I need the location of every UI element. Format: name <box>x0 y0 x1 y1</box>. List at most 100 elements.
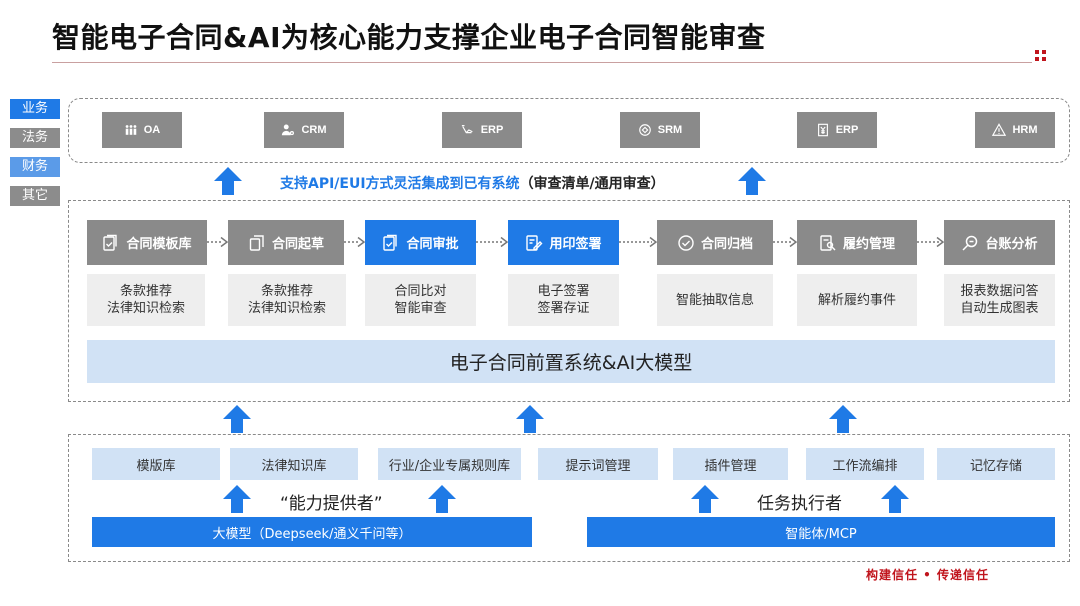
tool-legal-knowledge[interactable]: 法律知识库 <box>230 448 358 480</box>
flow-arrow-icon <box>476 236 508 248</box>
system-srm[interactable]: SRM <box>620 112 700 148</box>
desc-line: 智能审查 <box>394 301 447 316</box>
yen-doc-icon <box>817 123 828 137</box>
step-drafting[interactable]: 合同起草 <box>228 220 344 265</box>
system-label: ERP <box>480 124 504 136</box>
desc-line: 法律知识检索 <box>106 301 185 316</box>
system-erp-finance[interactable]: ERP <box>797 112 877 148</box>
step-description: 条款推荐 法律知识检索 <box>87 274 205 326</box>
desc-line: 条款推荐 <box>119 284 172 299</box>
system-label: SRM <box>657 124 683 136</box>
integration-paren: （审查清单/通用审查） <box>519 176 665 192</box>
integration-main: 支持API/EUI方式灵活集成到已有系统 <box>280 176 520 192</box>
contract-lifecycle-frame <box>68 200 1070 402</box>
up-arrow-icon <box>828 404 858 434</box>
system-hrm[interactable]: HRM <box>975 112 1055 148</box>
system-oa[interactable]: OA <box>102 112 182 148</box>
title-divider <box>52 62 1032 63</box>
page-title: 智能电子合同&AI为核心能力支撑企业电子合同智能审查 <box>52 21 766 54</box>
tool-prompt-management[interactable]: 提示词管理 <box>538 448 658 480</box>
handshake-icon <box>461 125 473 134</box>
up-arrow-icon <box>222 404 252 434</box>
flow-arrow-icon <box>917 236 944 248</box>
agent-base-bar: 智能体/MCP <box>587 517 1055 547</box>
pre-system-bar: 电子合同前置系统&AI大模型 <box>87 340 1055 383</box>
flow-arrow-icon <box>344 236 365 248</box>
llm-base-bar: 大模型（Deepseek/通义千问等） <box>92 517 532 547</box>
system-label: CRM <box>301 124 327 136</box>
step-performance[interactable]: 履约管理 <box>797 220 917 265</box>
step-label: 台账分析 <box>985 237 1038 252</box>
desc-line: 签署存证 <box>537 301 590 316</box>
system-label: OA <box>143 124 161 136</box>
warning-icon <box>992 123 1007 136</box>
step-description: 报表数据问答 自动生成图表 <box>944 274 1055 326</box>
integration-note: 支持API/EUI方式灵活集成到已有系统（审查清单/通用审查） <box>280 173 665 193</box>
existing-systems-frame <box>68 98 1070 163</box>
slogan: 构建信任 • 传递信任 <box>866 568 990 582</box>
user-gear-icon <box>282 124 295 136</box>
check-circle-icon <box>678 234 694 251</box>
step-ledger-analysis[interactable]: 台账分析 <box>944 220 1055 265</box>
flow-arrow-icon <box>207 236 228 248</box>
step-label: 合同模板库 <box>126 237 192 252</box>
up-arrow-icon <box>213 166 243 196</box>
step-signing[interactable]: 用印签署 <box>508 220 619 265</box>
step-description: 合同比对 智能审查 <box>365 274 476 326</box>
tool-workflow[interactable]: 工作流编排 <box>806 448 924 480</box>
desc-line: 条款推荐 <box>260 284 313 299</box>
tab-other[interactable]: 其它 <box>10 186 60 206</box>
system-crm[interactable]: CRM <box>264 112 344 148</box>
step-description: 解析履约事件 <box>797 274 917 326</box>
step-description: 电子签署 签署存证 <box>508 274 619 326</box>
step-approval[interactable]: 合同审批 <box>365 220 476 265</box>
people-icon <box>125 125 137 135</box>
up-arrow-icon <box>880 484 910 514</box>
desc-line: 自动生成图表 <box>960 301 1039 316</box>
system-label: HRM <box>1012 124 1038 136</box>
doc-search-icon <box>820 234 836 251</box>
tool-template-library[interactable]: 模版库 <box>92 448 220 480</box>
step-label: 合同审批 <box>406 237 459 252</box>
step-description: 条款推荐 法律知识检索 <box>228 274 346 326</box>
tool-memory[interactable]: 记忆存储 <box>937 448 1055 480</box>
role-executor: 任务执行者 <box>757 494 842 514</box>
tool-rule-library[interactable]: 行业/企业专属规则库 <box>378 448 521 480</box>
tab-finance[interactable]: 财务 <box>10 157 60 177</box>
step-archiving[interactable]: 合同归档 <box>657 220 773 265</box>
copy-icon <box>249 234 264 251</box>
step-label: 履约管理 <box>842 237 895 252</box>
desc-line: 智能抽取信息 <box>675 292 754 308</box>
system-label: ERP <box>835 124 859 136</box>
step-label: 合同归档 <box>700 237 753 252</box>
flow-arrow-icon <box>773 236 797 248</box>
system-erp[interactable]: ERP <box>442 112 522 148</box>
department-tabs: 业务 法务 财务 其它 <box>10 99 60 215</box>
doc-check-icon <box>103 234 118 251</box>
tool-plugin-management[interactable]: 插件管理 <box>673 448 788 480</box>
brand-mark-icon <box>1035 50 1047 62</box>
capability-frame <box>68 434 1070 562</box>
up-arrow-icon <box>690 484 720 514</box>
desc-line: 法律知识检索 <box>247 301 326 316</box>
sign-doc-icon <box>526 234 543 251</box>
tab-legal[interactable]: 法务 <box>10 128 60 148</box>
up-arrow-icon <box>737 166 767 196</box>
doc-check-icon <box>383 234 398 251</box>
magnifier-icon <box>962 235 978 251</box>
step-template-library[interactable]: 合同模板库 <box>87 220 207 265</box>
step-label: 合同起草 <box>271 237 324 252</box>
desc-line: 合同比对 <box>394 284 447 299</box>
desc-line: 电子签署 <box>537 284 590 299</box>
tab-business[interactable]: 业务 <box>10 99 60 119</box>
role-provider: “能力提供者” <box>280 494 383 514</box>
step-description: 智能抽取信息 <box>657 274 773 326</box>
up-arrow-icon <box>515 404 545 434</box>
flow-arrow-icon <box>619 236 657 248</box>
desc-line: 报表数据问答 <box>960 284 1039 299</box>
cycle-icon <box>638 124 651 136</box>
up-arrow-icon <box>427 484 457 514</box>
step-label: 用印签署 <box>549 237 602 252</box>
desc-line: 解析履约事件 <box>817 292 896 308</box>
up-arrow-icon <box>222 484 252 514</box>
